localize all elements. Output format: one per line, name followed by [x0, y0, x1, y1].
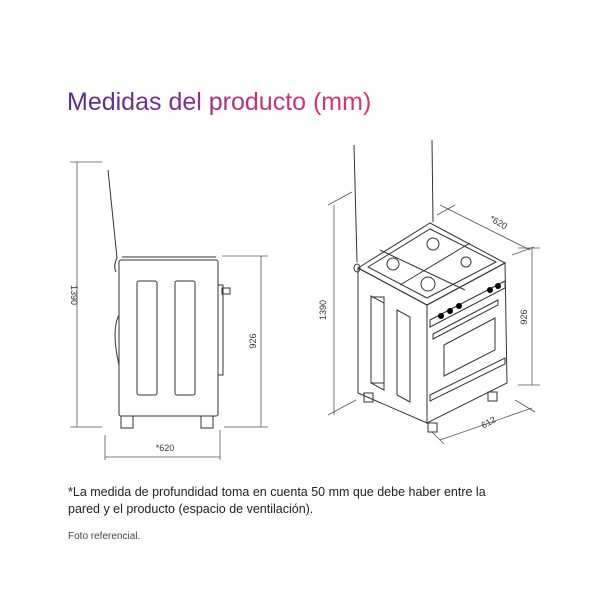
photo-disclaimer: Foto referencial.: [68, 531, 141, 542]
side-height-total-label: 1390: [69, 285, 79, 305]
side-depth-label: *620: [156, 443, 175, 453]
side-view-drawing: 1390 926 *620: [69, 161, 268, 460]
iso-width-label: 612: [479, 414, 497, 430]
iso-height-total-label: 1390: [318, 300, 328, 320]
iso-height-body-label: 926: [519, 309, 529, 324]
page-title: Medidas del producto (mm): [67, 88, 372, 116]
side-height-body-label: 926: [248, 333, 258, 348]
iso-view-drawing: 1390 *620 926 612: [318, 139, 540, 445]
depth-note: *La medida de profundidad toma en cuenta…: [68, 485, 486, 516]
iso-depth-label: *620: [488, 213, 509, 231]
